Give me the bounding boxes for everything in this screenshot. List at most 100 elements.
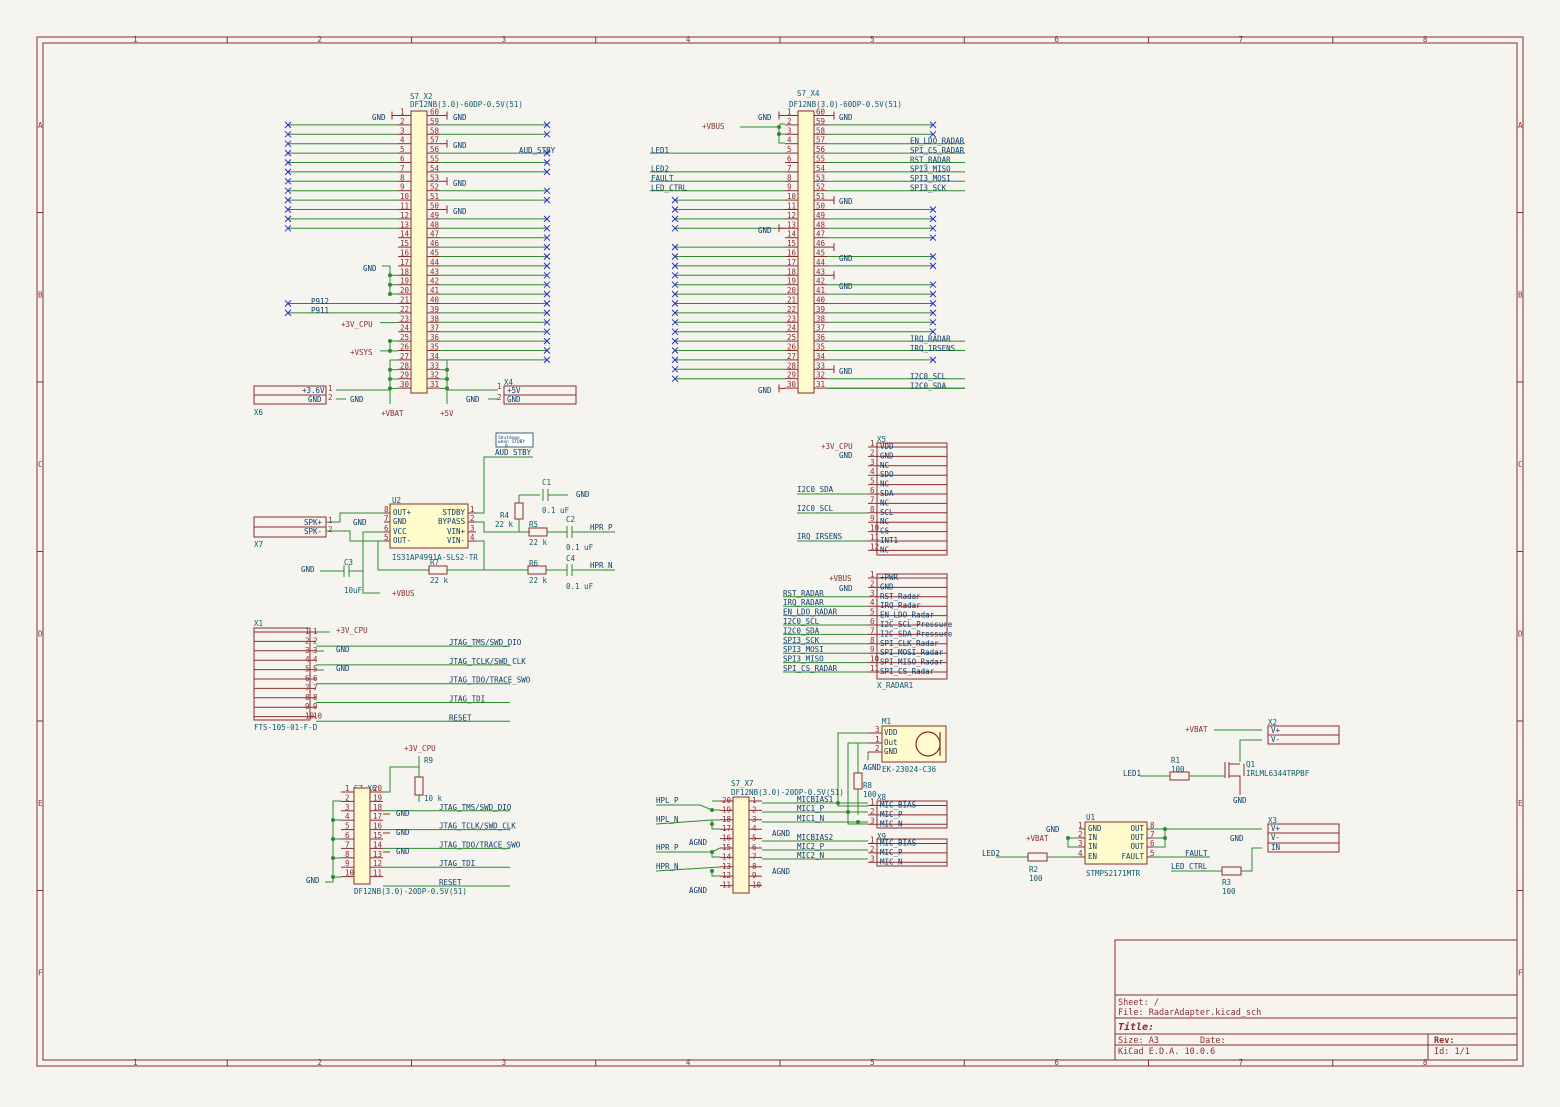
- x4-right-net-label: SPI_CS_RADAR: [910, 146, 965, 155]
- u2-left-pin-name: VCC: [393, 527, 407, 536]
- x9-pin-name: MIC_N: [880, 857, 903, 866]
- u1-value: STMPS2171MTR: [1086, 869, 1141, 878]
- mosfet-q1[interactable]: X2 V+ V- +VBAT Q1 IRLML6344TRPBF R1 100 …: [1123, 718, 1340, 805]
- r2-value: 100: [1029, 874, 1043, 883]
- no-connect-icon: [543, 253, 551, 260]
- x1-value: FTS-105-01-F-D: [254, 723, 318, 732]
- x4-right-net-label: I2C0_SCL: [910, 372, 947, 381]
- no-connect-icon: [543, 149, 551, 157]
- no-connect-icon: [671, 318, 679, 326]
- x2-right-pin-num: 45: [430, 249, 439, 258]
- grid-col-label: 2: [317, 35, 322, 44]
- x7-num2: 2: [328, 525, 333, 534]
- u2-hpr-n: HPR_N: [590, 561, 613, 570]
- connector-x4[interactable]: +5V GND 1 2 X4 GND: [466, 378, 577, 405]
- u1-right-pin-num: 6: [1150, 839, 1155, 848]
- x4-left-pin-num: 14: [787, 230, 797, 239]
- connector-s7-x6[interactable]: +3V_CPU R9 10 k S7_X6 120219JTAG_TMS/SWD…: [306, 744, 521, 896]
- x8-pin-name: MIC_P: [880, 810, 903, 819]
- connector-x6[interactable]: +3.6V GND 1 2 X6 GND: [253, 384, 364, 417]
- x2-right-pin-num: 54: [430, 164, 440, 173]
- u2-ref: U2: [392, 496, 401, 505]
- x2-right-pin-num: 47: [430, 230, 439, 239]
- x2-left-pin-num: 1: [400, 108, 405, 117]
- s7-x7-right-pin-num: 9: [752, 871, 757, 880]
- no-connect-icon: [284, 159, 292, 166]
- s7-x7-left-pin-num: 19: [722, 805, 731, 814]
- x4-left-pin-num: 20: [787, 286, 797, 295]
- x6-gnd: GND: [350, 395, 364, 404]
- no-connect-icon: [543, 168, 551, 176]
- no-connect-icon: [543, 121, 551, 129]
- s7-x2-ref: S7_X2: [410, 92, 433, 101]
- x5-irq-net: IRQ_IRSENS: [797, 532, 843, 541]
- x4-left-pin-num: 12: [787, 211, 796, 220]
- x2-right-pin-num: 52: [430, 183, 439, 192]
- x2-5v: +5V: [440, 409, 454, 418]
- x5-pin-num: 11: [870, 533, 879, 542]
- x2-left-pin-num: 4: [400, 136, 405, 145]
- x3-ref: X3: [1268, 816, 1277, 825]
- no-connect-icon: [284, 215, 292, 223]
- note-line3: 0: [505, 443, 508, 449]
- x4-left-net-label: LED_CTRL: [651, 183, 688, 192]
- junction-dot: [388, 377, 392, 381]
- grid-col-label: 8: [1423, 35, 1428, 44]
- no-connect-icon: [543, 187, 551, 195]
- x4-right-net-label: IRQ_IRSENS: [910, 344, 956, 353]
- x-radar1-pin-num: 9: [870, 645, 875, 654]
- s7-x7-net-label: MIC1_N: [797, 814, 824, 823]
- x4-pin1-label: +5V: [507, 386, 521, 395]
- s7-x7-right-pin-num: 10: [752, 881, 762, 890]
- x2-right-pin-num: 60: [430, 108, 440, 117]
- x2-right-pin-num: 51: [430, 192, 439, 201]
- u1-gnd: GND: [1046, 825, 1060, 834]
- grid-col-label: 3: [502, 35, 507, 44]
- r7-ref: R7: [430, 558, 439, 567]
- u2-left-pin-num: 8: [384, 505, 389, 514]
- tb-date: Date:: [1200, 1036, 1226, 1046]
- x8-ref: X8: [877, 793, 887, 802]
- x2-right-pin-num: 44: [430, 258, 440, 267]
- s7-x7-hpl-p: HPL_P: [656, 796, 679, 805]
- s7-x4-value: DF12NB(3.0)-60DP-0.5V(51): [789, 100, 902, 109]
- no-connect-icon: [671, 290, 679, 298]
- u1-left-pin-num: 2: [1078, 830, 1083, 839]
- x2-vbat: +VBAT: [1185, 725, 1208, 734]
- no-connect-icon: [284, 168, 292, 176]
- x2-right-pin-num: 53: [430, 173, 439, 182]
- no-connect-icon: [284, 149, 292, 157]
- s7-x6-left-pin-num: 4: [345, 812, 350, 821]
- s7-x6-right-pin-num: 12: [373, 859, 382, 868]
- x4-right-pin-num: 37: [816, 324, 825, 333]
- x-radar1-pin-name: RST_Radar: [880, 592, 921, 601]
- s7-x7-right-pin-num: 1: [752, 796, 757, 805]
- x2-left-pin-num: 8: [400, 173, 405, 182]
- connector-s7-x2[interactable]: S7_X2 DF12NB(3.0)-60DP-0.5V(51) 12345678…: [284, 92, 556, 418]
- x4-right-net-label: IRQ_RADAR: [910, 334, 951, 343]
- r4-value: 22 k: [495, 520, 514, 529]
- x2-left-pin-num: 10: [400, 192, 410, 201]
- no-connect-icon: [671, 271, 679, 279]
- x9-ref: X9: [877, 832, 886, 841]
- s7-x4-gnd-1: GND: [758, 113, 772, 122]
- x8-pin-num: 2: [870, 807, 875, 816]
- x9-pin-num: 1: [870, 836, 875, 845]
- r6-value: 22 k: [529, 576, 548, 585]
- x2-right-pin-num: 55: [430, 155, 439, 164]
- c3-ref: C3: [344, 558, 353, 567]
- x5-pin-num: 3: [870, 458, 875, 467]
- c3-value: 10uF: [344, 586, 363, 595]
- x4-right-pin-num: 44: [816, 258, 826, 267]
- x4-right-pin-num: 40: [816, 296, 826, 305]
- s7-x6-gnd: GND: [396, 847, 410, 856]
